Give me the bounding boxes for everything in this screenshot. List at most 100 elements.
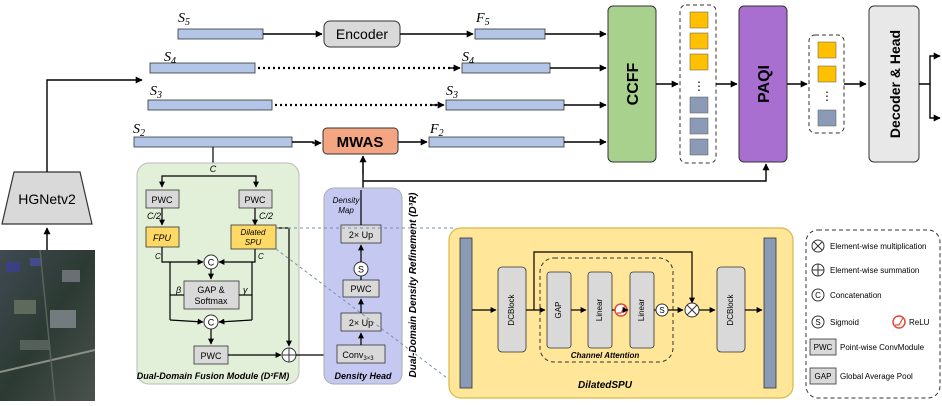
f3-label: S3 [446,84,458,101]
c-half-right-label: C/2 [259,211,273,221]
concat-top-label: C [208,258,215,268]
dilated-spu-line1: Dilated [241,228,266,237]
satellite-input-image [0,249,96,402]
fusion-module-title: Dual-Domain Fusion Module (D²FM) [137,371,289,381]
density-map-to-paqi-arrow [363,163,770,182]
fusion-module-panel [136,162,300,385]
spu-output-bar [763,237,777,389]
decoder-output-top-arrow [919,52,941,85]
gap-softmax-box [183,280,240,310]
pwc-bottom-label: PWC [201,351,222,361]
ccff-token-stack: ⋮ [679,4,717,164]
legend-label: ReLU [909,318,930,327]
concat-bottom-label: C [208,318,215,328]
s4-label: S4 [164,50,176,67]
legend-label: Element-wise summation [830,266,919,275]
fpu-to-concat-arrow [161,247,204,265]
refinement-label: Dual-Domain Density Refinement (D³R) [408,192,419,378]
legend-label: Element-wise multiplication [830,242,926,251]
legend-item-pwc: PWC Point-wise ConvModule [809,338,925,356]
encoder-label: Encoder [336,26,388,42]
concatenation-symbol: C [815,291,821,300]
pwc-legend-box [809,338,837,356]
s4-feature-bar [149,62,256,74]
pwc-right-label: PWC [245,195,266,205]
yellow-token [689,32,709,50]
channel-attention-label: Channel Attention [571,351,640,360]
gray-token [689,96,709,114]
sigmoid-icon [811,315,825,329]
fpu-label: FPU [153,233,172,243]
legend-label: Concatenation [830,291,882,300]
s2-to-mwas-arrow [292,139,322,147]
hgnetv2-label: HGNetv2 [18,191,76,207]
s5-label: S5 [178,11,190,28]
concatenation-icon [811,288,825,302]
s3-feature-bar [147,99,273,111]
bypass-right-to-concat [218,318,253,325]
hgnetv2-box [1,171,93,225]
dilated-spu-line2: SPU [245,238,262,247]
decoder-output-bottom-arrow [929,84,941,122]
up-top-label: 2× Up [349,230,373,240]
c-half-left-label: C/2 [147,211,161,221]
f3-feature-bar [445,99,565,111]
relu-icon [614,303,628,317]
legend-label: Point-wise ConvModule [840,343,925,352]
ccff-label: CCFF [625,62,642,105]
f4-label: S4 [462,50,474,67]
c-right-label: C [258,252,264,261]
decoder-head-label: Decoder & Head [887,30,903,138]
s5-feature-bar [177,28,264,40]
yellow-token [689,53,709,71]
fusion-c-top-label: C [210,164,217,174]
yellow-token [817,41,837,59]
gap-legend-box [809,367,837,385]
legend-item-concatenation: C Concatenation [811,288,882,302]
gray-token [689,138,709,156]
spu-sigmoid-label: S [659,306,664,315]
legend-box [805,229,941,399]
mwas-box [322,127,399,155]
gray-token [689,117,709,135]
paqi-token-stack: ⋮ [808,34,845,134]
relu-icon [892,315,906,329]
backbone-output-arrow [46,76,143,172]
attention-skip-arrow [533,251,695,310]
token-ellipsis: ⋮ [821,89,833,103]
legend-label: Global Average Pool [840,372,913,381]
f5-label: F5 [475,11,490,28]
f2-label: F2 [429,122,444,139]
legend-item-sigmoid: S Sigmoid [811,315,859,329]
legend-item-summation: Element-wise summation [811,263,919,277]
gap-label: GAP [554,302,563,319]
c-left-label: C [155,252,161,261]
f4-feature-bar [461,62,551,74]
s2-feature-bar [133,136,293,148]
gamma-label: γ [243,285,248,295]
density-map-label-line1: Density [333,196,361,205]
linear1-label: Linear [595,299,604,322]
spu-to-concat-arrow [218,249,256,265]
density-head-title: Density Head [334,371,392,381]
backbone-block: HGNetv2 [1,171,93,225]
paqi-label: PAQI [756,65,773,103]
dcblock-right-label: DCBlock [726,293,735,325]
token-ellipsis: ⋮ [693,79,705,93]
spu-input-bar [459,237,473,389]
spu-zoom-line-bottom [275,248,456,385]
beta-label: β [175,285,181,295]
s2-label: S2 [133,122,145,139]
dilated-spu-title: DilatedSPU [578,380,633,391]
multiplication-circle [684,302,700,318]
density-sigmoid-label: S [358,265,364,275]
legend-item-gap: GAP Global Average Pool [809,367,913,385]
pwc-legend-symbol: PWC [814,343,833,352]
mwas-label: MWAS [337,134,384,151]
yellow-token [689,11,709,29]
sigmoid-symbol: S [815,318,820,327]
gap-softmax-line2: Softmax [194,296,228,306]
gap-softmax-line1: GAP & [197,285,224,295]
pwc-left-label: PWC [152,195,173,205]
